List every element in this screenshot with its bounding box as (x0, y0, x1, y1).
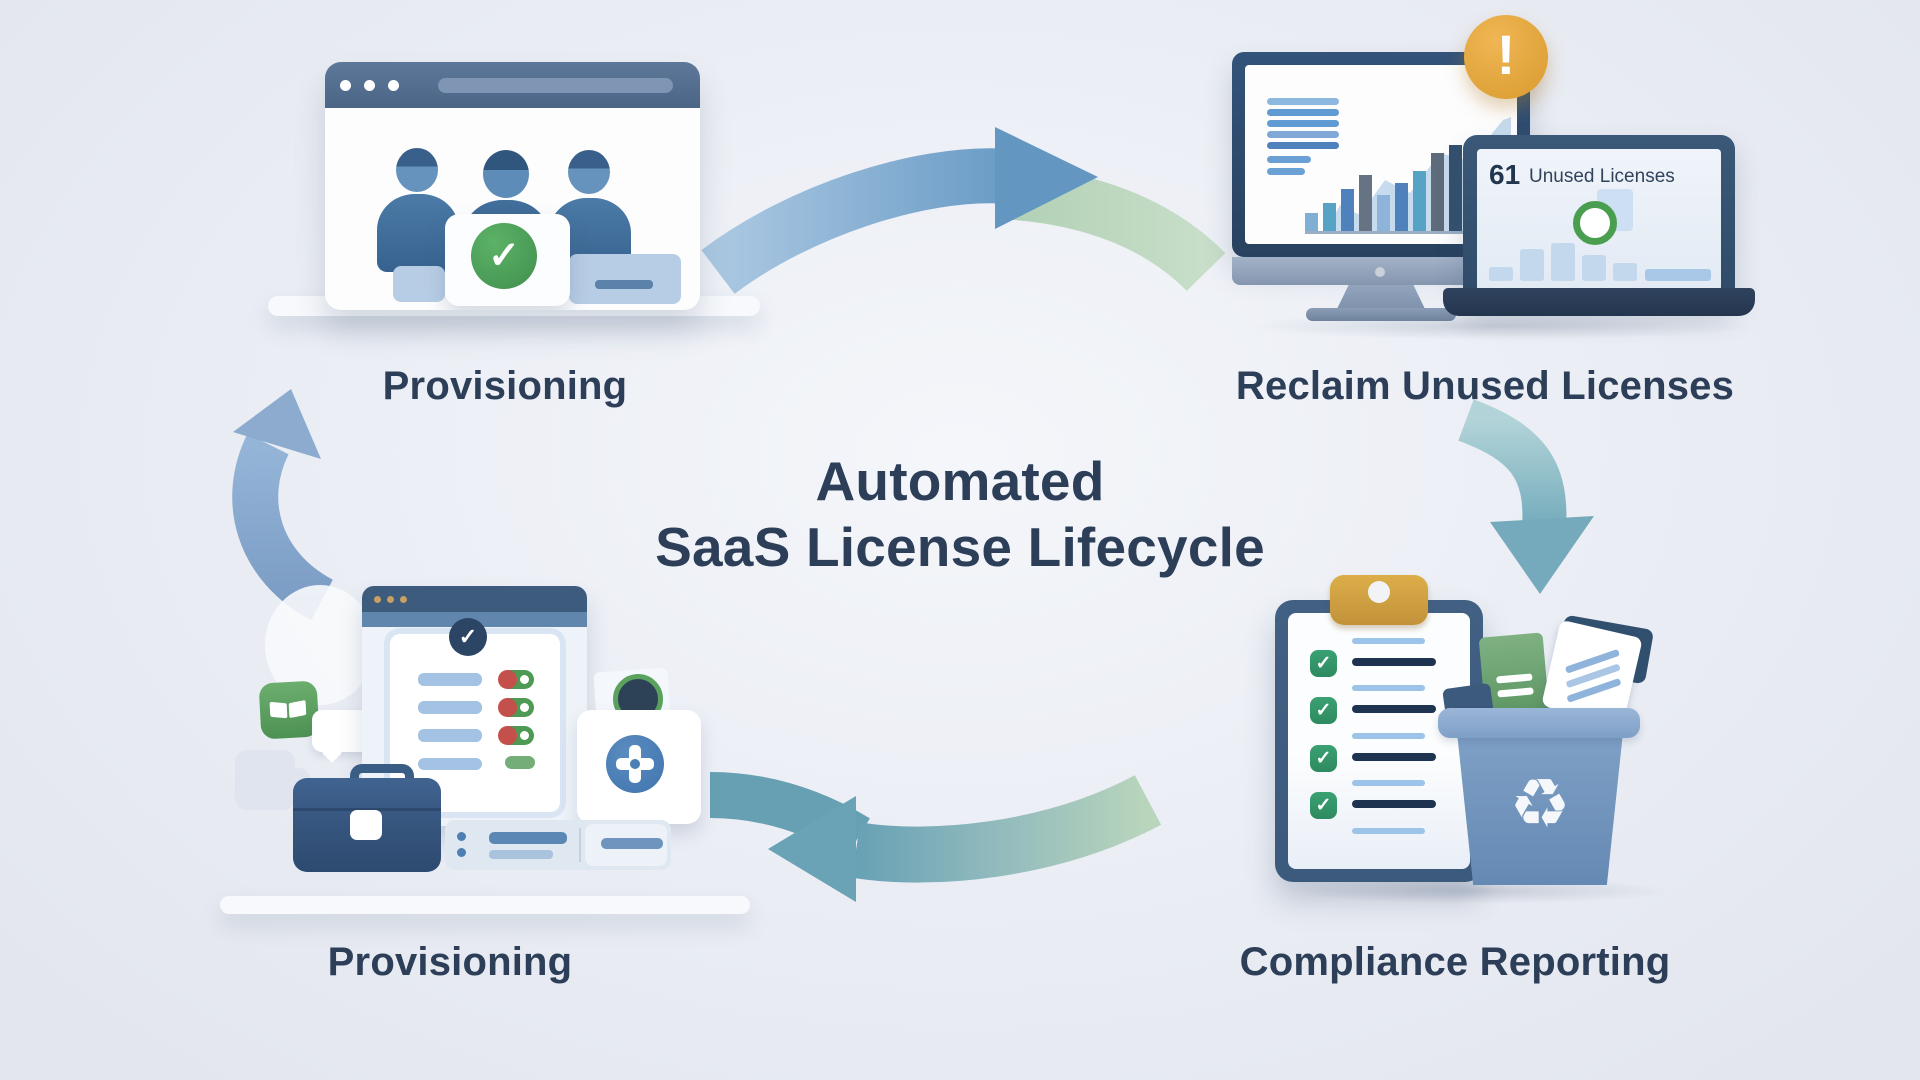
toggle-icon (498, 726, 534, 745)
checkbox-icon: ✓ (1310, 745, 1337, 772)
checkbox-icon: ✓ (1310, 650, 1337, 677)
laptop-screen: 61 Unused Licenses (1477, 149, 1721, 291)
app-ring-icon (1573, 201, 1617, 245)
title-line-1: Automated (815, 450, 1105, 512)
unused-count: 61 (1489, 159, 1521, 190)
puzzle-piece-shape (235, 750, 295, 810)
laptop-base-shape (393, 266, 445, 302)
check-circle-icon: ✓ (471, 223, 537, 289)
arrow-down-right (1458, 399, 1594, 594)
checkbox-icon: ✓ (1310, 697, 1337, 724)
tray-server (445, 820, 671, 870)
recycle-icon: ♻ (1509, 766, 1571, 842)
laptop-base (1443, 288, 1755, 316)
window-dot-icon (374, 596, 381, 603)
window-dot-icon (387, 596, 394, 603)
laptop-base-shape (569, 254, 681, 304)
recycle-bin-rim (1438, 708, 1640, 738)
unused-caption: Unused Licenses (1529, 166, 1675, 187)
approval-card: ✓ (445, 214, 570, 306)
window-dot-icon (364, 80, 375, 91)
verified-circle-icon: ✓ (449, 618, 487, 656)
plus-circle-icon (606, 735, 664, 793)
briefcase-clasp (350, 810, 382, 840)
diagram-title: Automated SaaS License Lifecycle (540, 448, 1380, 580)
table-strip-bottom-left (220, 896, 750, 914)
monitor-stand (1336, 285, 1426, 311)
app-card (577, 710, 701, 824)
toggle-icon (498, 698, 534, 717)
compliance-clipboard-illustration: ✓ ✓ ✓ ✓ (1275, 600, 1483, 882)
checkbox-icon: ✓ (1310, 792, 1337, 819)
arrow-up-left (232, 389, 334, 621)
stage-label-provisioning-bottom: Provisioning (327, 940, 573, 984)
shield-book-icon (258, 680, 320, 740)
window-dot-icon (400, 596, 407, 603)
clipboard-paper: ✓ ✓ ✓ ✓ (1288, 613, 1470, 869)
briefcase-icon (293, 778, 441, 872)
recycle-bin: ♻ (1457, 735, 1623, 885)
status-pill (505, 756, 535, 769)
clipboard-clip (1330, 575, 1428, 625)
stage-label-compliance: Compliance Reporting (1239, 940, 1671, 984)
toggle-icon (498, 670, 534, 689)
provisioning-browser-illustration: ✓ (325, 62, 700, 310)
stage-label-provisioning-top: Provisioning (382, 364, 628, 408)
arrow-top-right (701, 127, 1226, 295)
stage-label-reclaim: Reclaim Unused Licenses (1235, 364, 1735, 408)
clip-hole (1368, 581, 1390, 603)
provisioning-workspace-illustration: ✓ (230, 570, 760, 920)
window-dot-icon (340, 80, 351, 91)
arrow-bottom-left (709, 772, 1162, 902)
browser-titlebar (362, 586, 587, 612)
reclaim-laptop-illustration: 61 Unused Licenses (1463, 135, 1735, 305)
address-bar (438, 78, 673, 93)
monitor-base (1306, 308, 1456, 321)
title-line-2: SaaS License Lifecycle (655, 516, 1265, 578)
warning-badge-icon: ! (1464, 15, 1548, 99)
window-dot-icon (388, 80, 399, 91)
